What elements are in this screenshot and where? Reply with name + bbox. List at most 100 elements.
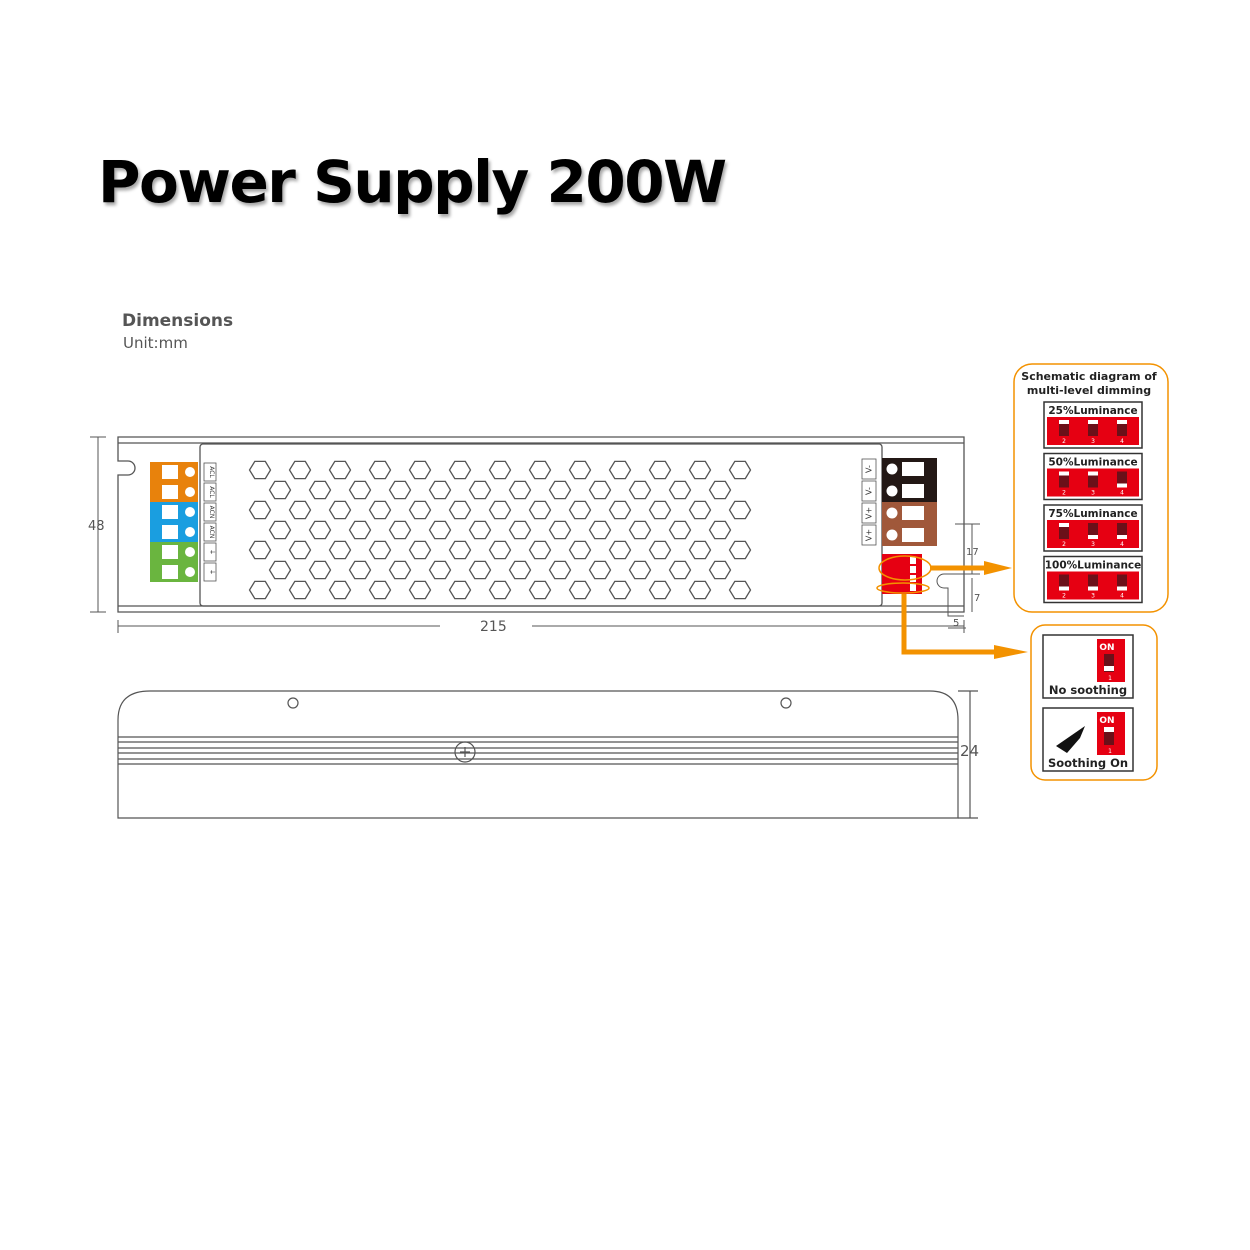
svg-text:4: 4 bbox=[1120, 438, 1124, 445]
vent-hole bbox=[628, 480, 652, 500]
vent-hole bbox=[268, 480, 292, 500]
dip-switch-toggle: 3 bbox=[1088, 574, 1098, 600]
vent-hole bbox=[728, 460, 752, 480]
dip-switch-toggle: 2 bbox=[1059, 420, 1069, 445]
output-terminal-label: V+ bbox=[865, 529, 874, 541]
dimming-panel: Schematic diagram of multi-level dimming… bbox=[1013, 363, 1169, 613]
input-terminal[interactable]: ⏚ bbox=[150, 542, 217, 562]
ventilation-hex-grid bbox=[248, 460, 752, 600]
page-title: Power Supply 200W bbox=[98, 148, 727, 216]
side-view bbox=[117, 690, 978, 819]
mount-5-label: 5 bbox=[953, 618, 959, 629]
vent-hole bbox=[488, 500, 512, 520]
vent-hole bbox=[248, 500, 272, 520]
output-terminal-label: V+ bbox=[865, 507, 874, 519]
vent-hole bbox=[568, 460, 592, 480]
vent-hole bbox=[408, 500, 432, 520]
vent-hole bbox=[728, 540, 752, 560]
height-dimension bbox=[90, 436, 106, 613]
vent-hole bbox=[648, 500, 672, 520]
smoothing-option-label: No soothing bbox=[1049, 683, 1127, 697]
input-terminal[interactable]: ⏚ bbox=[150, 562, 217, 582]
dip-switch-toggle: 3 bbox=[1088, 523, 1098, 548]
input-terminal[interactable]: ACL bbox=[150, 482, 217, 502]
dimming-title-2: multi-level dimming bbox=[1027, 384, 1151, 397]
output-terminal-block: V-V- V+ V+ bbox=[861, 458, 937, 546]
vent-hole bbox=[708, 520, 732, 540]
svg-text:2: 2 bbox=[1062, 490, 1066, 497]
vent-hole bbox=[248, 540, 272, 560]
vent-hole bbox=[368, 500, 392, 520]
input-terminal-label: ACN bbox=[208, 526, 215, 539]
output-terminal[interactable]: V- bbox=[861, 458, 937, 480]
vent-hole bbox=[388, 480, 412, 500]
vent-hole bbox=[548, 480, 572, 500]
dip-switch-toggle: 4 bbox=[1117, 523, 1127, 548]
vent-hole bbox=[608, 460, 632, 480]
svg-text:4: 4 bbox=[1120, 593, 1124, 600]
vent-hole bbox=[728, 500, 752, 520]
vent-hole bbox=[408, 580, 432, 600]
output-terminal[interactable]: V+ bbox=[861, 502, 937, 524]
dip-switch[interactable] bbox=[876, 554, 932, 594]
vent-hole bbox=[648, 460, 672, 480]
dip-switch-toggle: 2 bbox=[1059, 574, 1069, 600]
dimming-level-label: 100%Luminance bbox=[1045, 560, 1142, 572]
output-terminal[interactable]: V- bbox=[861, 480, 937, 502]
vent-hole bbox=[268, 560, 292, 580]
input-terminal-label: ⏚ bbox=[208, 549, 215, 555]
vent-hole bbox=[608, 500, 632, 520]
vent-hole bbox=[308, 560, 332, 580]
vent-hole bbox=[368, 460, 392, 480]
vent-hole bbox=[568, 580, 592, 600]
length-dimension bbox=[117, 620, 965, 633]
svg-text:2: 2 bbox=[1062, 541, 1066, 548]
vent-hole bbox=[248, 580, 272, 600]
input-terminal[interactable]: ACL bbox=[150, 462, 217, 482]
unit-label: Unit:mm bbox=[123, 334, 188, 352]
vent-hole bbox=[508, 560, 532, 580]
svg-text:1: 1 bbox=[1108, 675, 1112, 682]
vent-hole bbox=[288, 540, 312, 560]
vent-hole bbox=[668, 480, 692, 500]
length-label: 215 bbox=[480, 619, 507, 635]
vent-hole bbox=[448, 500, 472, 520]
output-terminal[interactable]: V+ bbox=[861, 524, 937, 546]
mount-7-label: 7 bbox=[974, 593, 980, 604]
vent-hole bbox=[628, 560, 652, 580]
vent-hole bbox=[568, 500, 592, 520]
vent-hole bbox=[408, 460, 432, 480]
dip-switch-toggle: 3 bbox=[1088, 471, 1098, 497]
vent-hole bbox=[448, 460, 472, 480]
vent-hole bbox=[388, 560, 412, 580]
vent-hole bbox=[648, 540, 672, 560]
svg-text:2: 2 bbox=[1062, 438, 1066, 445]
vent-hole bbox=[328, 580, 352, 600]
dip-switch-toggle: 2 bbox=[1059, 523, 1069, 548]
svg-text:3: 3 bbox=[1091, 541, 1095, 548]
input-terminal[interactable]: ACN bbox=[150, 502, 217, 522]
vent-hole bbox=[328, 540, 352, 560]
screw-icon bbox=[454, 741, 476, 763]
vent-hole bbox=[308, 480, 332, 500]
vent-hole bbox=[528, 460, 552, 480]
on-label: ON bbox=[1099, 716, 1114, 726]
vent-hole bbox=[428, 480, 452, 500]
vent-hole bbox=[688, 540, 712, 560]
smoothing-option-label: Soothing On bbox=[1048, 756, 1128, 770]
arrow-icon bbox=[1056, 726, 1085, 753]
input-terminal[interactable]: ACN bbox=[150, 522, 217, 542]
offset-17-label: 17 bbox=[966, 547, 979, 558]
svg-text:4: 4 bbox=[1120, 541, 1124, 548]
vent-hole bbox=[708, 480, 732, 500]
vent-hole bbox=[528, 580, 552, 600]
dip-switch-toggle: 2 bbox=[1059, 471, 1069, 497]
vent-hole bbox=[488, 580, 512, 600]
vent-hole bbox=[408, 540, 432, 560]
vent-hole bbox=[448, 580, 472, 600]
vent-hole bbox=[388, 520, 412, 540]
vent-hole bbox=[728, 580, 752, 600]
